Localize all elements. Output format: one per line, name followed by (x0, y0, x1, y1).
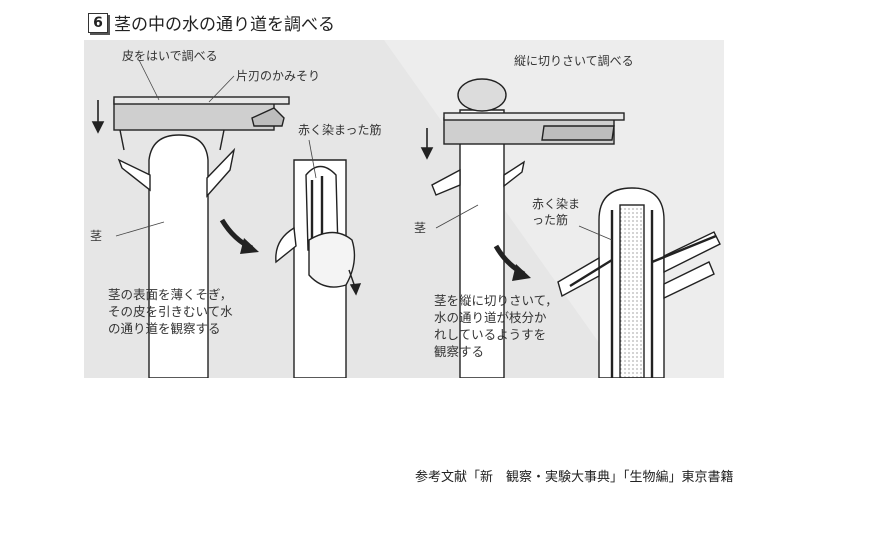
illustration-drawing (84, 40, 724, 378)
reference-citation: 参考文献「新 観察・実験大事典」「生物編」東京書籍 (415, 470, 734, 485)
right-stem (431, 78, 526, 378)
razor-blade (113, 96, 290, 151)
stem-water-path-illustration: 皮をはいで調べる 片刃のかみそり 赤く染まった筋 茎 茎の表面を薄くそぎ， その… (84, 0, 724, 378)
red-stained-streak-label-right: 赤く染ま った筋 (532, 196, 580, 228)
split-stem-section (557, 187, 721, 378)
right-note-line: れしているようすを (434, 327, 547, 342)
red-stained-streak-label-left: 赤く染まった筋 (298, 123, 382, 137)
right-panel-heading: 縦に切りさいて調べる (514, 54, 634, 68)
right-note-line: 水の通り道が枝分か (434, 310, 547, 325)
curved-arrow-left (219, 218, 259, 254)
curved-arrow-right (493, 244, 531, 281)
left-panel-heading: 皮をはいで調べる (122, 49, 218, 63)
left-stem (117, 134, 236, 378)
left-note-line: 茎の表面を薄くそぎ， (108, 287, 233, 302)
right-red-label-line: 赤く染ま (532, 197, 581, 211)
stem-label-left: 茎 (90, 229, 103, 243)
left-note-line: その皮を引きむいて水 (108, 304, 233, 319)
right-observation-note: 茎を縦に切りさいて， 水の通り道が枝分か れしているようすを 観察する (434, 292, 558, 360)
figure-header: 6 茎の中の水の通り道を調べる (88, 10, 335, 35)
left-observation-note: 茎の表面を薄くそぎ， その皮を引きむいて水 の通り道を観察する (108, 286, 233, 337)
right-red-label-line: った筋 (532, 213, 569, 227)
figure-number: 6 (88, 12, 108, 33)
right-note-line: 観察する (434, 344, 485, 359)
figure-title: 茎の中の水の通り道を調べる (114, 15, 335, 35)
razor-label: 片刃のかみそり (236, 69, 321, 83)
left-note-line: の通り道を観察する (108, 321, 221, 336)
peeled-stem-detail (275, 159, 362, 378)
razor-blade-right (443, 112, 625, 145)
cut-direction-arrow-left (91, 100, 105, 134)
leader-lines (115, 59, 613, 241)
right-note-line: 茎を縦に切りさいて， (434, 293, 558, 308)
cut-direction-arrow-right (420, 128, 434, 160)
stem-label-right: 茎 (414, 221, 427, 235)
